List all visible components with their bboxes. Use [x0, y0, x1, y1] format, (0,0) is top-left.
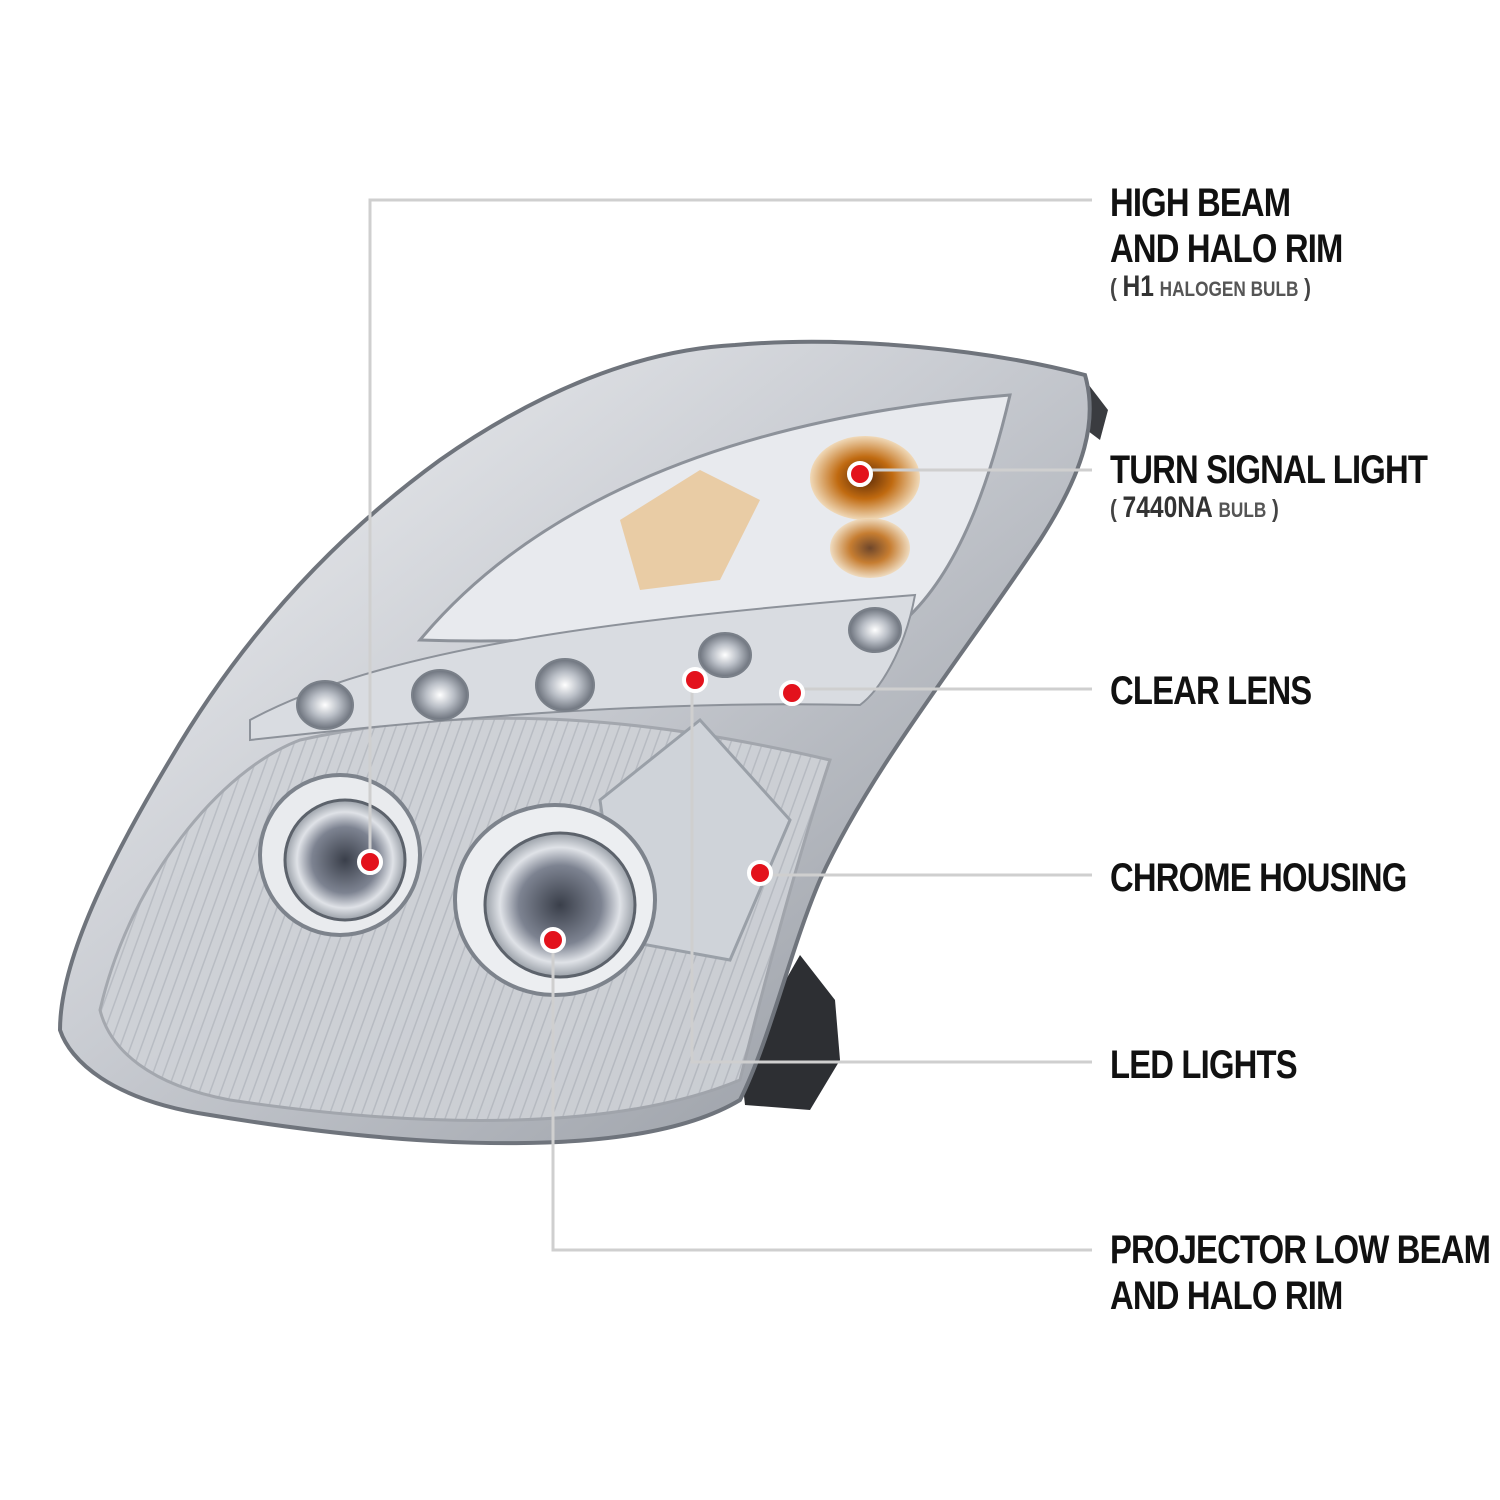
- marker-projector-low-beam: [540, 927, 566, 953]
- amber-reflector: [620, 470, 760, 590]
- marker-led-lights: [682, 667, 708, 693]
- led-light: [296, 680, 354, 730]
- label-high-beam: HIGH BEAM AND HALO RIM ( H1 HALOGEN BULB…: [1110, 180, 1394, 305]
- bulb-desc: BULB: [1218, 499, 1267, 522]
- label-high-beam-line1: HIGH BEAM: [1110, 181, 1291, 225]
- label-turn-signal-bulb: ( 7440NA BULB ): [1110, 491, 1279, 524]
- low-beam-projector: [453, 803, 657, 997]
- led-light: [535, 658, 595, 712]
- leader-projector-low-beam: [551, 940, 1092, 1252]
- label-led-lights: LED LIGHTS: [1110, 1042, 1338, 1088]
- leader-lines: [368, 198, 1092, 1252]
- label-led-lights-line1: LED LIGHTS: [1110, 1043, 1298, 1087]
- callout-markers: [357, 461, 873, 953]
- rear-mount: [740, 955, 840, 1110]
- leader-led-lights: [690, 680, 1092, 1064]
- marker-clear-lens: [779, 680, 805, 706]
- led-light: [411, 669, 469, 721]
- led-light: [848, 607, 902, 653]
- bulb-type: H1: [1122, 270, 1154, 303]
- turn-signal-bulb-lower: [830, 518, 910, 578]
- label-turn-signal: TURN SIGNAL LIGHT ( 7440NA BULB ): [1110, 447, 1497, 526]
- marker-chrome-housing: [747, 860, 773, 886]
- label-clear-lens-line1: CLEAR LENS: [1110, 669, 1312, 713]
- led-lights-group: [296, 607, 902, 730]
- label-projector-low-beam-line2: AND HALO RIM: [1110, 1274, 1343, 1318]
- marker-high-beam: [357, 849, 383, 875]
- label-turn-signal-line1: TURN SIGNAL LIGHT: [1110, 448, 1428, 492]
- high-beam-projector: [258, 773, 422, 937]
- marker-turn-signal: [847, 461, 873, 487]
- label-chrome-housing-line1: CHROME HOUSING: [1110, 856, 1407, 900]
- label-clear-lens: CLEAR LENS: [1110, 668, 1356, 714]
- led-light: [698, 632, 752, 678]
- label-high-beam-bulb: ( H1 HALOGEN BULB ): [1110, 270, 1311, 303]
- headlight-illustration: [57, 339, 1108, 1146]
- label-projector-low-beam-line1: PROJECTOR LOW BEAM: [1110, 1228, 1491, 1272]
- leader-high-beam: [368, 198, 1092, 862]
- label-high-beam-line2: AND HALO RIM: [1110, 227, 1343, 271]
- bulb-desc: HALOGEN BULB: [1159, 278, 1299, 301]
- label-projector-low-beam: PROJECTOR LOW BEAM AND HALO RIM: [1110, 1227, 1500, 1319]
- label-chrome-housing: CHROME HOUSING: [1110, 855, 1472, 901]
- bulb-type: 7440NA: [1122, 491, 1213, 524]
